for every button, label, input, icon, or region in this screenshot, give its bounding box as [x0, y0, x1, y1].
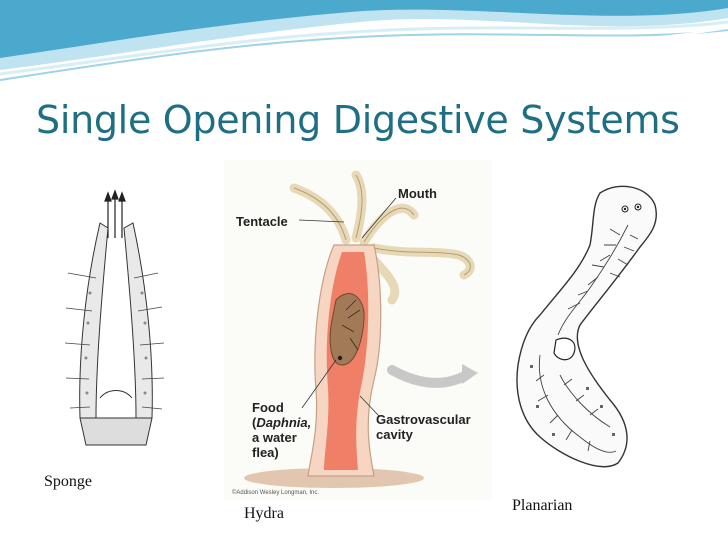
planarian-caption: Planarian	[512, 497, 573, 514]
food-label-line1: Food	[252, 400, 284, 415]
slide-title: Single Opening Digestive Systems	[36, 98, 680, 142]
hydra-illustration: Mouth Tentacle Food (Daphnia, a water fl…	[224, 160, 492, 500]
tentacle-label: Tentacle	[236, 214, 288, 229]
copyright-notice: ©Addison Wesley Longman, Inc.	[232, 490, 320, 496]
hydra-caption: Hydra	[244, 505, 284, 522]
planarian-illustration	[500, 175, 680, 485]
mouth-label: Mouth	[398, 186, 437, 201]
header-wave-decoration	[0, 0, 728, 81]
sponge-drawing	[64, 189, 165, 446]
gastrovascular-label: Gastrovascular cavity	[376, 412, 471, 442]
food-open-paren: (	[252, 415, 257, 430]
gastrovascular-line1: Gastrovascular	[376, 412, 471, 427]
food-label-line2: (Daphnia,	[252, 415, 311, 430]
food-label-line3: a water	[252, 430, 297, 445]
hydra-drawing	[224, 160, 492, 500]
gastrovascular-line2: cavity	[376, 427, 413, 442]
sponge-illustration	[38, 183, 168, 473]
food-label: Food (Daphnia, a water flea)	[252, 400, 311, 460]
food-label-line4: flea)	[252, 445, 279, 460]
sponge-caption: Sponge	[44, 473, 92, 490]
planarian-drawing	[516, 185, 657, 468]
food-species: Daphnia,	[256, 415, 312, 430]
